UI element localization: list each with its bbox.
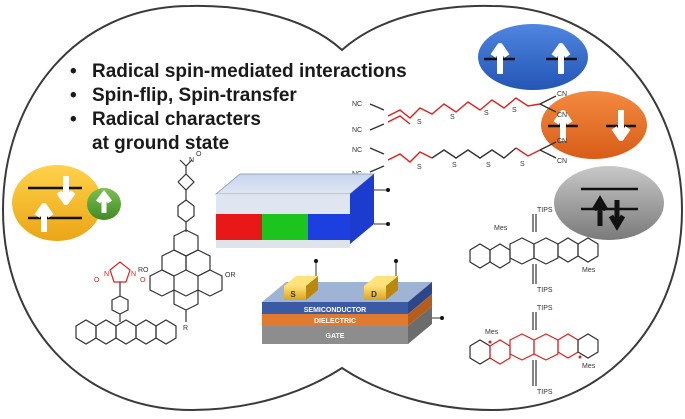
cn-label: CN <box>557 138 567 145</box>
s-label: S <box>484 110 489 117</box>
source-label: S <box>290 290 296 299</box>
tips-label: TIPS <box>537 207 553 214</box>
bullet-text: Radical spin-mediated interactions <box>92 61 407 82</box>
n-label: N <box>104 271 109 278</box>
bullet-continuation: at ground state <box>70 132 407 156</box>
bullet-text: Spin-flip, Spin-transfer <box>92 85 297 106</box>
s-label: S <box>520 161 525 168</box>
mes-label: Mes <box>494 225 508 232</box>
thiophene-labels: NC NC CN CN S S S S NC NC CN CN S S S S <box>352 91 567 178</box>
bullet-item: •Radical spin-mediated interactions <box>70 61 407 82</box>
paired-spins-badge <box>554 166 664 240</box>
cn-label: CN <box>557 91 567 98</box>
gate-label: GATE <box>326 333 345 340</box>
semiconductor-label: SEMICONDUCTOR <box>304 307 366 314</box>
field-effect-transistor <box>262 259 444 344</box>
cn-label: CN <box>557 112 567 119</box>
nc-label: NC <box>352 101 362 108</box>
s-label: S <box>452 162 457 169</box>
bullet-item: •Radical characters <box>70 109 261 130</box>
mes-label: Mes <box>485 329 499 336</box>
o-label: O <box>140 277 146 284</box>
nitronyl-labels: O N N O <box>94 271 146 284</box>
tips-indenofluorene-2 <box>469 312 599 386</box>
tips-label: TIPS <box>537 287 553 294</box>
s-label: S <box>486 162 491 169</box>
rgb-display-device <box>214 173 390 248</box>
quinoidal-oligothiophene-2 <box>369 141 557 173</box>
mes-label: Mes <box>582 267 596 274</box>
o-label: O <box>196 151 202 158</box>
perylene-labels: N O RO OR R <box>138 151 236 332</box>
tips-label: TIPS <box>537 389 553 396</box>
tips-indenofluorene-1 <box>469 214 599 284</box>
bullet-text: Radical characters <box>92 109 261 130</box>
bullet-text: at ground state <box>92 133 230 154</box>
s-label: S <box>450 114 455 121</box>
free-spin-badge <box>87 188 121 220</box>
or-label: OR <box>225 272 236 279</box>
bullet-list: •Radical spin-mediated interactions •Spi… <box>70 60 407 156</box>
s-label: S <box>417 119 422 126</box>
nc-label: NC <box>352 147 362 154</box>
o-label: O <box>94 277 100 284</box>
s-label: S <box>417 164 422 171</box>
mes-label: Mes <box>582 363 596 370</box>
perylene-nitroxide-molecule <box>149 159 223 322</box>
radical-spin-badge <box>12 165 102 241</box>
nc-label: NC <box>352 127 362 134</box>
ro-label: RO <box>138 267 149 274</box>
dielectric-label: DIELECTRIC <box>314 318 356 325</box>
quinoidal-oligothiophene-1 <box>369 95 557 131</box>
n-label: N <box>131 271 136 278</box>
tips-label: TIPS <box>537 305 553 312</box>
tips-mes-labels: TIPS TIPS Mes Mes TIPS TIPS Mes Mes <box>485 207 596 396</box>
bullet-item: •Spin-flip, Spin-transfer <box>70 85 297 106</box>
s-label: S <box>512 107 517 114</box>
parallel-spins-badge <box>478 24 588 90</box>
transistor-labels: S D SEMICONDUCTOR DIELECTRIC GATE <box>290 290 377 340</box>
anthracene-nitroxide-molecule <box>75 261 177 345</box>
antiparallel-spins-badge <box>541 91 647 159</box>
n-label: N <box>189 157 194 164</box>
drain-label: D <box>371 290 377 299</box>
cn-label: CN <box>557 158 567 165</box>
r-label: R <box>183 325 188 332</box>
